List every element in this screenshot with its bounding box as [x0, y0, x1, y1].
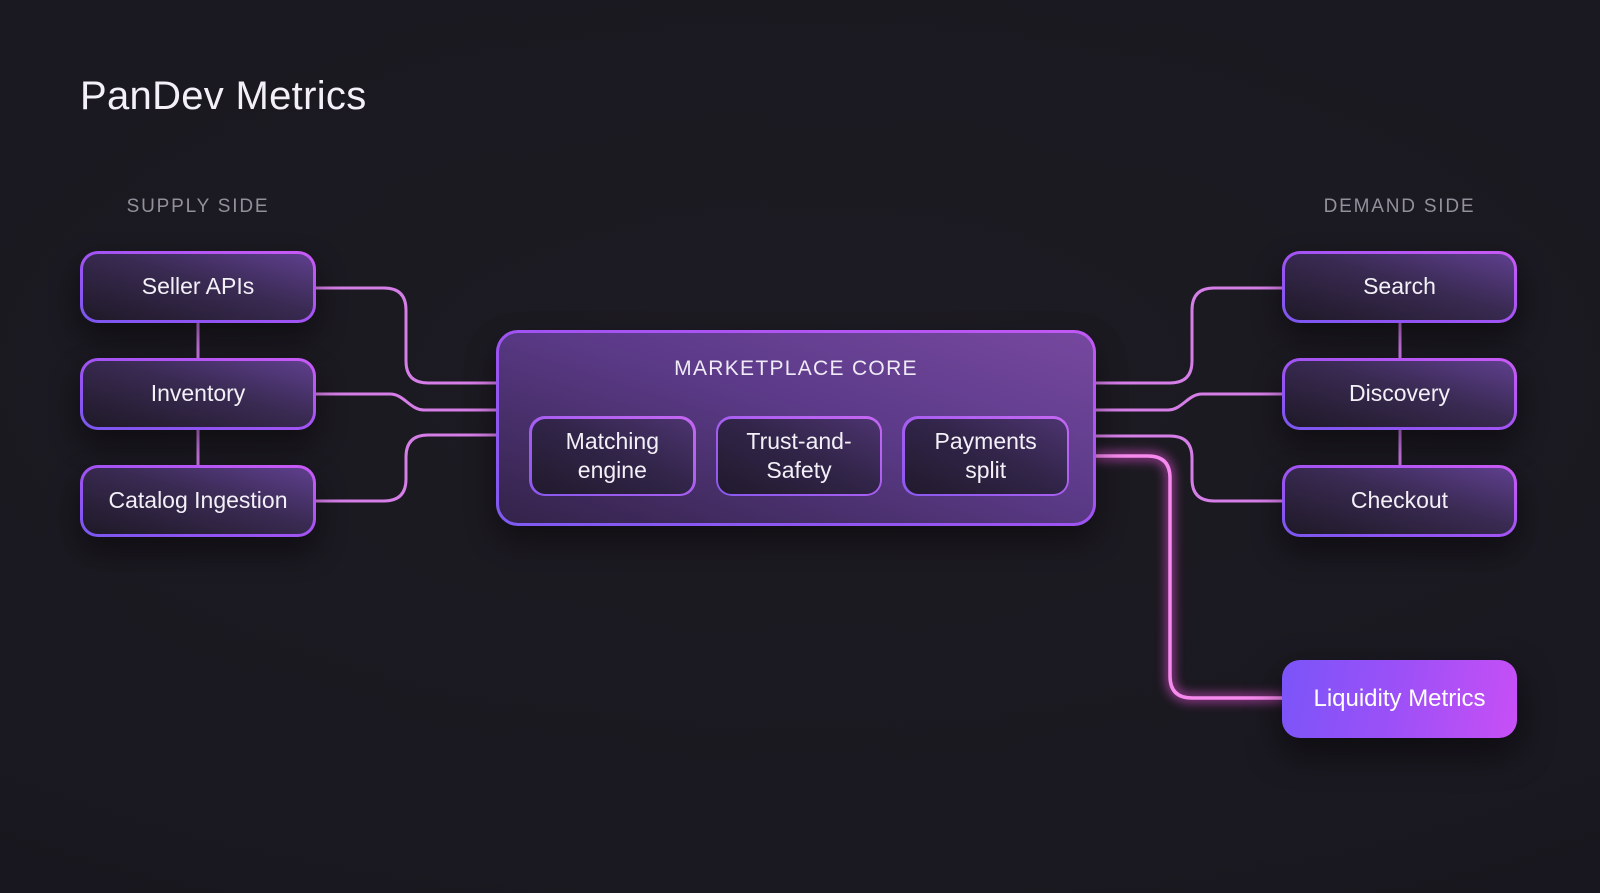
edge-core-to-liquidity-metrics-halo: [1094, 451, 1284, 703]
module-trust-and-safety-label: Trust-and-Safety: [718, 418, 880, 494]
edge-catalog-ingestion-to-core: [316, 433, 498, 503]
node-liquidity-metrics-label: Liquidity Metrics: [1313, 685, 1486, 712]
module-matching-engine: Matching engine: [529, 416, 696, 496]
demand-side-label: DEMAND SIDE: [1323, 196, 1476, 217]
node-discovery: Discovery: [1282, 358, 1517, 430]
marketplace-core-title: MARKETPLACE CORE: [674, 357, 918, 380]
node-search: Search: [1282, 251, 1517, 323]
edge-core-to-search: [1094, 286, 1284, 385]
module-trust-and-safety: Trust-and-Safety: [715, 416, 883, 496]
page-title: PanDev Metrics: [80, 74, 367, 118]
node-inventory-label: Inventory: [83, 361, 313, 427]
module-payments-split-label: Payments split: [904, 418, 1067, 494]
node-catalog-ingestion: Catalog Ingestion: [80, 465, 316, 537]
edge-core-to-checkout: [1094, 434, 1284, 503]
node-seller-apis-label: Seller APIs: [83, 254, 313, 320]
node-inventory: Inventory: [80, 358, 316, 430]
edge-core-to-liquidity-metrics: [1094, 454, 1284, 700]
module-matching-engine-label: Matching engine: [531, 418, 694, 494]
node-liquidity-metrics: Liquidity Metrics: [1282, 660, 1517, 738]
node-catalog-ingestion-label: Catalog Ingestion: [83, 468, 313, 534]
supply-side-label: SUPPLY SIDE: [126, 196, 270, 217]
node-checkout-label: Checkout: [1285, 468, 1514, 534]
marketplace-core-body: MARKETPLACE CORE Matching engine Trust-a…: [499, 333, 1093, 523]
module-payments-split: Payments split: [902, 416, 1070, 496]
node-seller-apis: Seller APIs: [80, 251, 316, 323]
node-marketplace-core: MARKETPLACE CORE Matching engine Trust-a…: [496, 330, 1096, 526]
edge-inventory-to-core: [316, 392, 498, 412]
node-checkout: Checkout: [1282, 465, 1517, 537]
edge-core-to-discovery: [1094, 392, 1284, 412]
edge-seller-apis-to-core: [316, 286, 498, 385]
node-discovery-label: Discovery: [1285, 361, 1514, 427]
marketplace-core-modules: Matching engine Trust-and-Safety Payment…: [529, 416, 1070, 496]
node-search-label: Search: [1285, 254, 1514, 320]
